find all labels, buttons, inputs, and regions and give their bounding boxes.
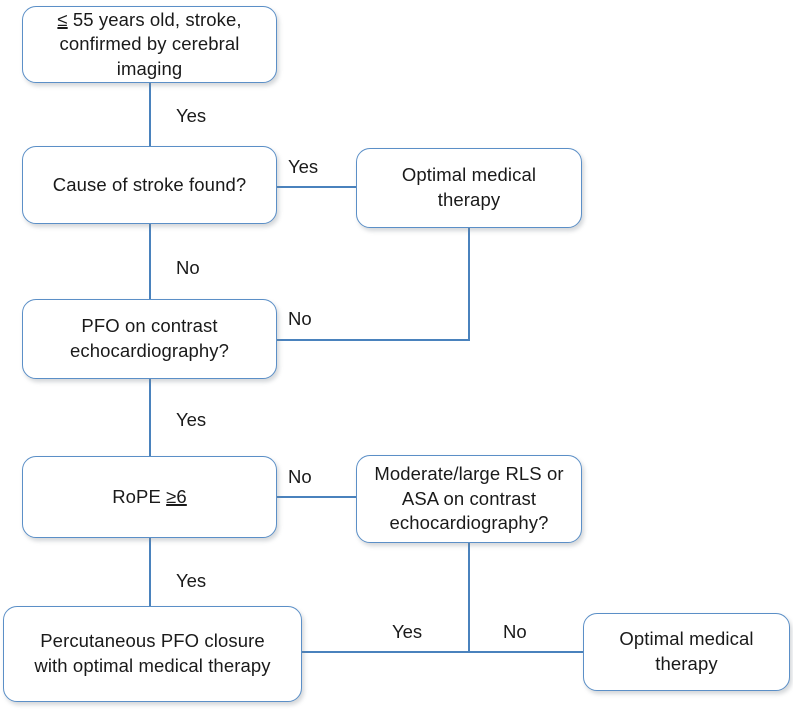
node-start-line1: ≤ 55 years old, stroke, bbox=[57, 8, 242, 30]
rope-threshold-value: ≥6 bbox=[166, 485, 187, 507]
edge-label-cause-yes: Yes bbox=[288, 156, 319, 177]
node-start-criteria[interactable]: ≤ 55 years old, stroke, confirmed by cer… bbox=[22, 6, 277, 83]
node-optimal-bottom-line1: Optimal medical bbox=[619, 628, 754, 650]
edge-pfo-yes-to-rope bbox=[149, 378, 151, 456]
less-than-or-equal-glyph: ≤ bbox=[57, 8, 68, 30]
node-cause-line1: Cause of stroke found? bbox=[52, 173, 247, 195]
node-start-line3: imaging bbox=[116, 57, 183, 79]
edge-cause-no-to-pfo bbox=[149, 223, 151, 299]
node-rope-line1: RoPE ≥6 bbox=[112, 485, 187, 507]
edge-label-pfo-no: No bbox=[288, 308, 312, 329]
node-rls-line3: echocardiography? bbox=[389, 512, 549, 534]
edge-rls-down-to-bus bbox=[468, 542, 470, 653]
node-optimal-top-line2: therapy bbox=[437, 189, 501, 210]
edge-bottom-bus bbox=[301, 651, 584, 653]
node-closure-line2: with optimal medical therapy bbox=[34, 655, 271, 676]
edge-cause-yes-to-optimal-top bbox=[276, 186, 356, 188]
edge-label-pfo-yes: Yes bbox=[176, 409, 207, 430]
edge-rope-yes-to-closure bbox=[149, 537, 151, 606]
node-percutaneous-pfo-closure[interactable]: Percutaneous PFO closure with optimal me… bbox=[3, 606, 302, 702]
node-rls-asa-contrast-echo[interactable]: Moderate/large RLS or ASA on contrast ec… bbox=[356, 455, 582, 543]
edge-label-rope-no: No bbox=[288, 466, 312, 487]
node-optimal-top-line1: Optimal medical bbox=[401, 164, 537, 186]
edge-label-start-to-cause: Yes bbox=[176, 105, 207, 126]
node-closure-line1: Percutaneous PFO closure bbox=[40, 630, 265, 652]
node-optimal-medical-therapy-bottom[interactable]: Optimal medical therapy bbox=[583, 613, 790, 691]
node-cause-of-stroke[interactable]: Cause of stroke found? bbox=[22, 146, 277, 224]
edge-pfo-no-to-junction bbox=[276, 339, 470, 341]
edge-label-cause-no: No bbox=[176, 257, 200, 278]
node-optimal-medical-therapy-top[interactable]: Optimal medical therapy bbox=[356, 148, 582, 228]
node-optimal-bottom-line2: therapy bbox=[655, 653, 718, 674]
node-pfo-line2: echocardiography? bbox=[69, 340, 230, 361]
edge-label-rls-no: No bbox=[503, 621, 527, 642]
node-start-line2: confirmed by cerebral bbox=[59, 33, 240, 55]
node-rls-line2: ASA on contrast bbox=[401, 487, 537, 509]
node-rope-score[interactable]: RoPE ≥6 bbox=[22, 456, 277, 538]
edge-rope-no-to-rls bbox=[276, 496, 356, 498]
edge-label-rls-yes: Yes bbox=[392, 621, 423, 642]
node-rls-line1: Moderate/large RLS or bbox=[374, 463, 564, 485]
node-pfo-line1: PFO on contrast bbox=[81, 315, 218, 337]
node-pfo-contrast-echo[interactable]: PFO on contrast echocardiography? bbox=[22, 299, 277, 379]
edge-optimal-top-down bbox=[468, 227, 470, 340]
edge-label-rope-yes: Yes bbox=[176, 570, 207, 591]
edge-start-to-cause bbox=[149, 82, 151, 146]
